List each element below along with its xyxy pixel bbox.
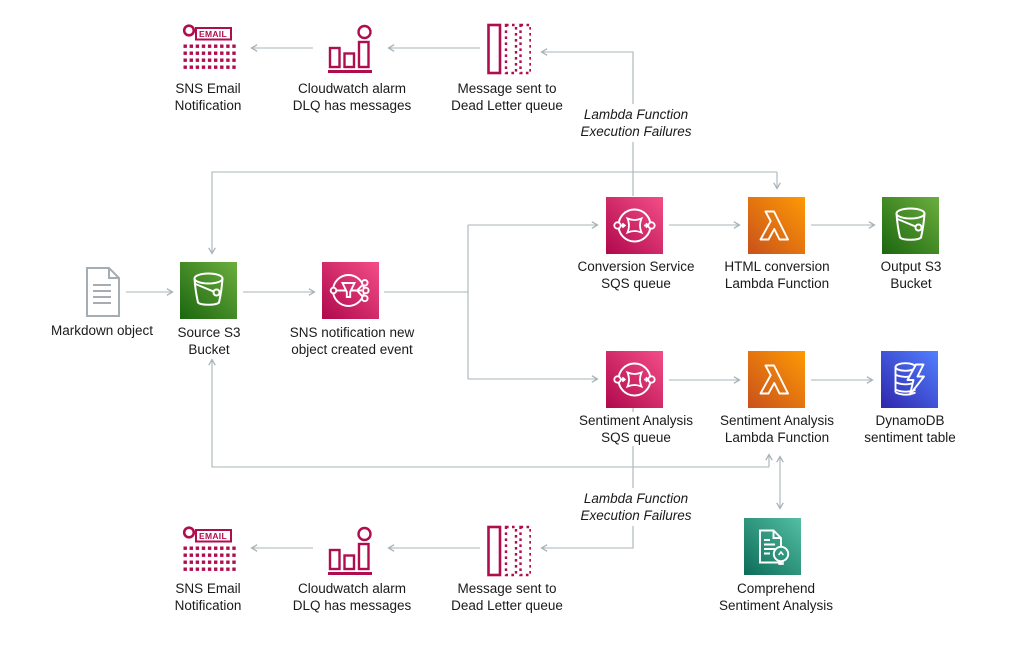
lambda-failures-annotation-top: Lambda Function Execution Failures	[576, 104, 696, 142]
message-dead-letter-queue-icon-bottom	[487, 525, 531, 577]
source-s3-label: Source S3 Bucket	[177, 325, 241, 357]
sns-email-label-bottom: SNS Email Notification	[174, 581, 242, 613]
sns-notification-icon	[322, 262, 379, 319]
conversion-sqs-queue-icon	[606, 197, 663, 254]
email-icon-text: EMAIL	[199, 531, 227, 541]
cloudwatch-alarm-label-top: Cloudwatch alarm DLQ has messages	[292, 81, 412, 113]
sentiment-lambda-icon	[748, 351, 805, 408]
cloudwatch-alarm-icon-top	[327, 23, 377, 77]
dynamodb-label: DynamoDB sentiment table	[864, 413, 956, 445]
cloudwatch-alarm-label-bottom: Cloudwatch alarm DLQ has messages	[292, 581, 412, 613]
edge-top-feedback-to-source-s3	[208, 171, 777, 255]
html-conversion-lambda-icon	[748, 197, 805, 254]
output-s3-bucket-icon	[882, 197, 939, 254]
cloudwatch-alarm-icon-bottom	[327, 525, 377, 579]
sns-email-notification-icon-top: EMAIL	[182, 23, 238, 75]
sentiment-lambda-label: Sentiment Analysis Lambda Function	[719, 413, 835, 445]
sns-notification-label: SNS notification new object created even…	[289, 325, 415, 357]
lambda-failures-annotation-bottom: Lambda Function Execution Failures	[576, 488, 696, 526]
sentiment-sqs-queue-icon	[606, 351, 663, 408]
conversion-sqs-label: Conversion Service SQS queue	[577, 259, 695, 291]
markdown-document-icon	[84, 266, 122, 318]
comprehend-icon	[744, 518, 801, 575]
sentiment-sqs-label: Sentiment Analysis SQS queue	[575, 412, 697, 446]
output-s3-label: Output S3 Bucket	[880, 259, 942, 291]
dynamodb-icon	[881, 351, 938, 408]
message-dead-letter-queue-icon-top	[487, 23, 531, 75]
message-dlq-label-bottom: Message sent to Dead Letter queue	[451, 581, 563, 613]
sns-email-label-top: SNS Email Notification	[174, 81, 242, 113]
sns-email-notification-icon-bottom: EMAIL	[182, 525, 238, 577]
markdown-object-label: Markdown object	[50, 323, 154, 338]
comprehend-label: Comprehend Sentiment Analysis	[718, 581, 834, 613]
edge-sentiment-failures-to-dlq	[540, 408, 634, 552]
email-icon-text: EMAIL	[199, 29, 227, 39]
edge-conversion-failures-to-dlq	[540, 48, 634, 196]
message-dlq-label-top: Message sent to Dead Letter queue	[451, 81, 563, 113]
edge-sentiment-lambda-reads-source-s3	[208, 358, 769, 468]
source-s3-bucket-icon	[180, 262, 237, 319]
html-lambda-label: HTML conversion Lambda Function	[724, 259, 830, 291]
